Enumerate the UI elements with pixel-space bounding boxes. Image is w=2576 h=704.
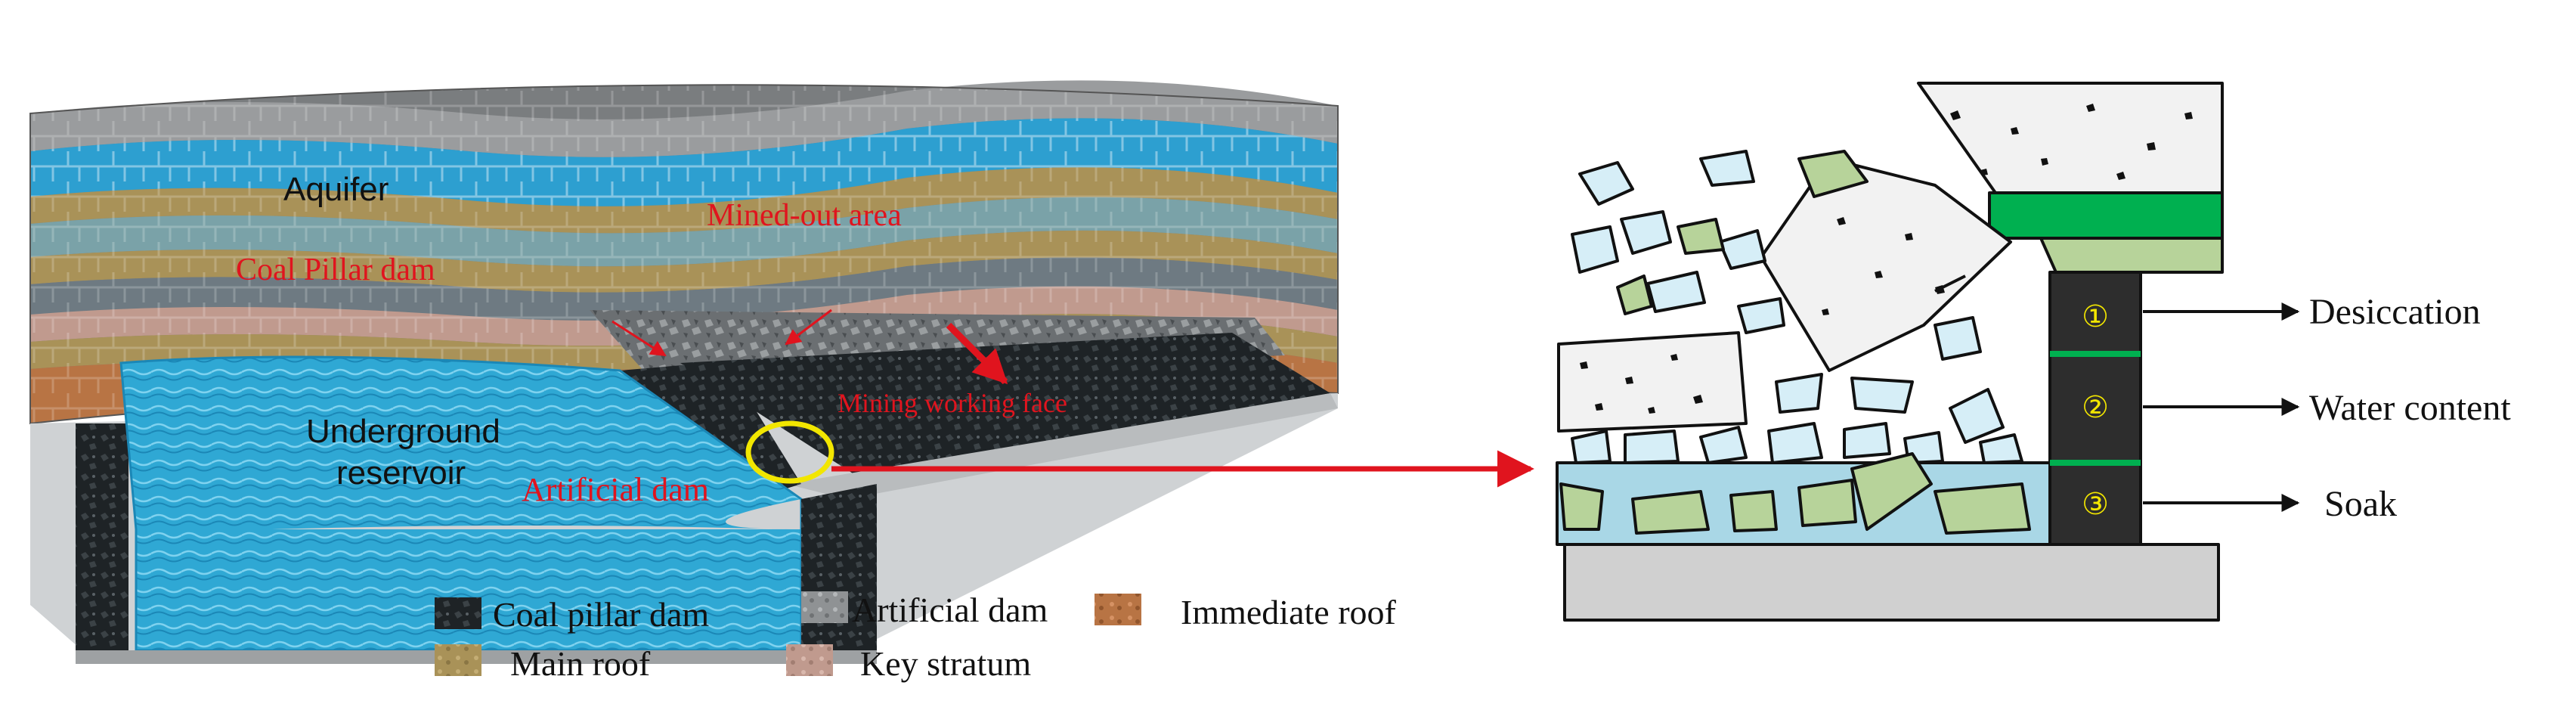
- artificial-dam-highlight: [745, 420, 834, 484]
- legend-swatch-coal-pillar: [435, 597, 481, 629]
- mine-block-3d: Aquifer Mined-out area Coal Pillar dam M…: [29, 80, 1339, 664]
- legend-label: Immediate roof: [1181, 593, 1397, 631]
- green-stratum: [1988, 191, 2224, 240]
- legend-swatch-immediate-roof: [1094, 594, 1141, 625]
- advance-direction-arrow: [946, 322, 1008, 385]
- underground-label: Underground: [306, 413, 500, 450]
- floor-base: [1563, 543, 2220, 622]
- underground-reservoir-water: [121, 357, 801, 529]
- zone-marker: ③: [2082, 487, 2109, 521]
- pale-green-stratum: [2039, 237, 2224, 274]
- mined-out-pointer: [785, 309, 832, 346]
- legend-label: Coal pillar dam: [493, 595, 709, 634]
- legend-label: Artificial dam: [852, 591, 1048, 629]
- zone-marker: ②: [2082, 390, 2109, 424]
- artificial-dam-label: Artificial dam: [522, 471, 709, 508]
- legend-label: Main roof: [510, 644, 651, 683]
- zone-label: Desiccation: [2309, 292, 2481, 332]
- zone-label: Soak: [2324, 484, 2397, 524]
- legend-swatch-main-roof: [435, 644, 481, 676]
- legend: Coal pillar dam Artificial dam Immediate…: [435, 591, 1397, 683]
- mining-working-face-label: Mining working face: [838, 388, 1067, 418]
- legend-swatch-key-stratum: [786, 644, 833, 676]
- coal-panel-right: [680, 333, 1330, 484]
- roof-block: [1917, 82, 2224, 194]
- zone-marker: ①: [2082, 299, 2109, 333]
- legend-swatch-artificial-dam: [801, 591, 848, 623]
- zone-annotations: ① ② ③ Desiccation Water content Soak: [2082, 292, 2511, 524]
- annotation-arrows: [611, 309, 1008, 385]
- caved-block-left: [1557, 331, 1748, 433]
- coal-pillar-strip: [76, 423, 128, 650]
- reservoir-label: reservoir: [336, 454, 466, 492]
- aquifer-label: Aquifer: [283, 171, 389, 208]
- coal-pillar-column: [2048, 271, 2142, 546]
- coal-pillar-dam-label: Coal Pillar dam: [236, 253, 435, 287]
- floor-slab: [30, 310, 1338, 664]
- mined-out-area-label: Mined-out area: [707, 198, 902, 233]
- zone-label: Water content: [2309, 388, 2511, 428]
- legend-label: Key stratum: [860, 644, 1031, 683]
- pillar-dam-pointer: [611, 320, 667, 357]
- cross-section: [1556, 82, 2224, 622]
- rock-specks: [1580, 104, 2193, 414]
